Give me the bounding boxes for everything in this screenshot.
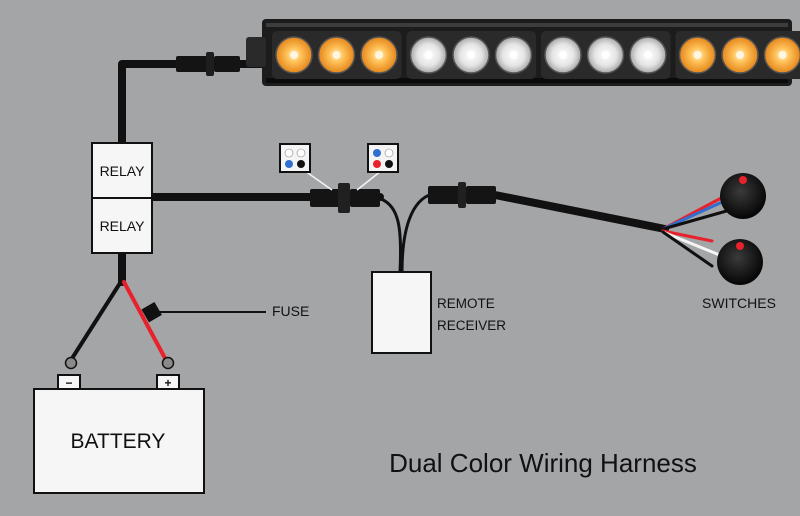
color-indicator-left: [280, 144, 310, 172]
light-bar-led-white: [467, 51, 475, 59]
switch-connector: [428, 182, 496, 208]
light-bar-led-amber: [736, 51, 744, 59]
light-bar-pods: [272, 31, 800, 79]
remote-receiver: [372, 272, 431, 353]
switches-label: SWITCHES: [702, 295, 776, 311]
receiver-label-line1: REMOTE: [437, 296, 495, 311]
receiver-label-line2: RECEIVER: [437, 318, 506, 333]
switch-top: [720, 173, 766, 219]
relay-top-label: RELAY: [100, 163, 146, 179]
light-bar-led-white: [425, 51, 433, 59]
battery-negative-symbol: −: [65, 376, 72, 390]
lightbar-connector: [176, 52, 240, 76]
light-bar-led-white: [559, 51, 567, 59]
fuse: [141, 302, 266, 322]
wire-battery-negative: [71, 280, 122, 360]
light-bar-led-white: [644, 51, 652, 59]
light-bar-led-amber: [779, 51, 787, 59]
light-bar-led-amber: [333, 51, 341, 59]
color-indicator-right: [368, 144, 398, 172]
battery: − + BATTERY: [34, 358, 204, 494]
battery-label: BATTERY: [71, 430, 166, 453]
wire-receiver-to-connector: [402, 194, 432, 272]
light-bar-led-white: [602, 51, 610, 59]
relay-top: RELAY: [92, 143, 152, 198]
light-bar-led-amber: [694, 51, 702, 59]
switch-bottom: [717, 239, 763, 285]
light-bar: [246, 19, 800, 86]
relay-bottom: RELAY: [92, 198, 152, 253]
battery-positive-symbol: +: [164, 376, 171, 390]
diagram-title: Dual Color Wiring Harness: [389, 448, 697, 478]
relay-bottom-label: RELAY: [100, 218, 146, 234]
wire-connector-to-switches: [490, 194, 665, 229]
light-bar-led-white: [510, 51, 518, 59]
wire-splitter-to-receiver-left: [378, 198, 401, 272]
wire-battery-positive: [124, 282, 166, 360]
fuse-label: FUSE: [272, 303, 309, 319]
wire-relay-to-lightbar: [122, 64, 268, 148]
light-bar-led-amber: [290, 51, 298, 59]
splitter-connector: [305, 171, 381, 213]
light-bar-led-amber: [375, 51, 383, 59]
